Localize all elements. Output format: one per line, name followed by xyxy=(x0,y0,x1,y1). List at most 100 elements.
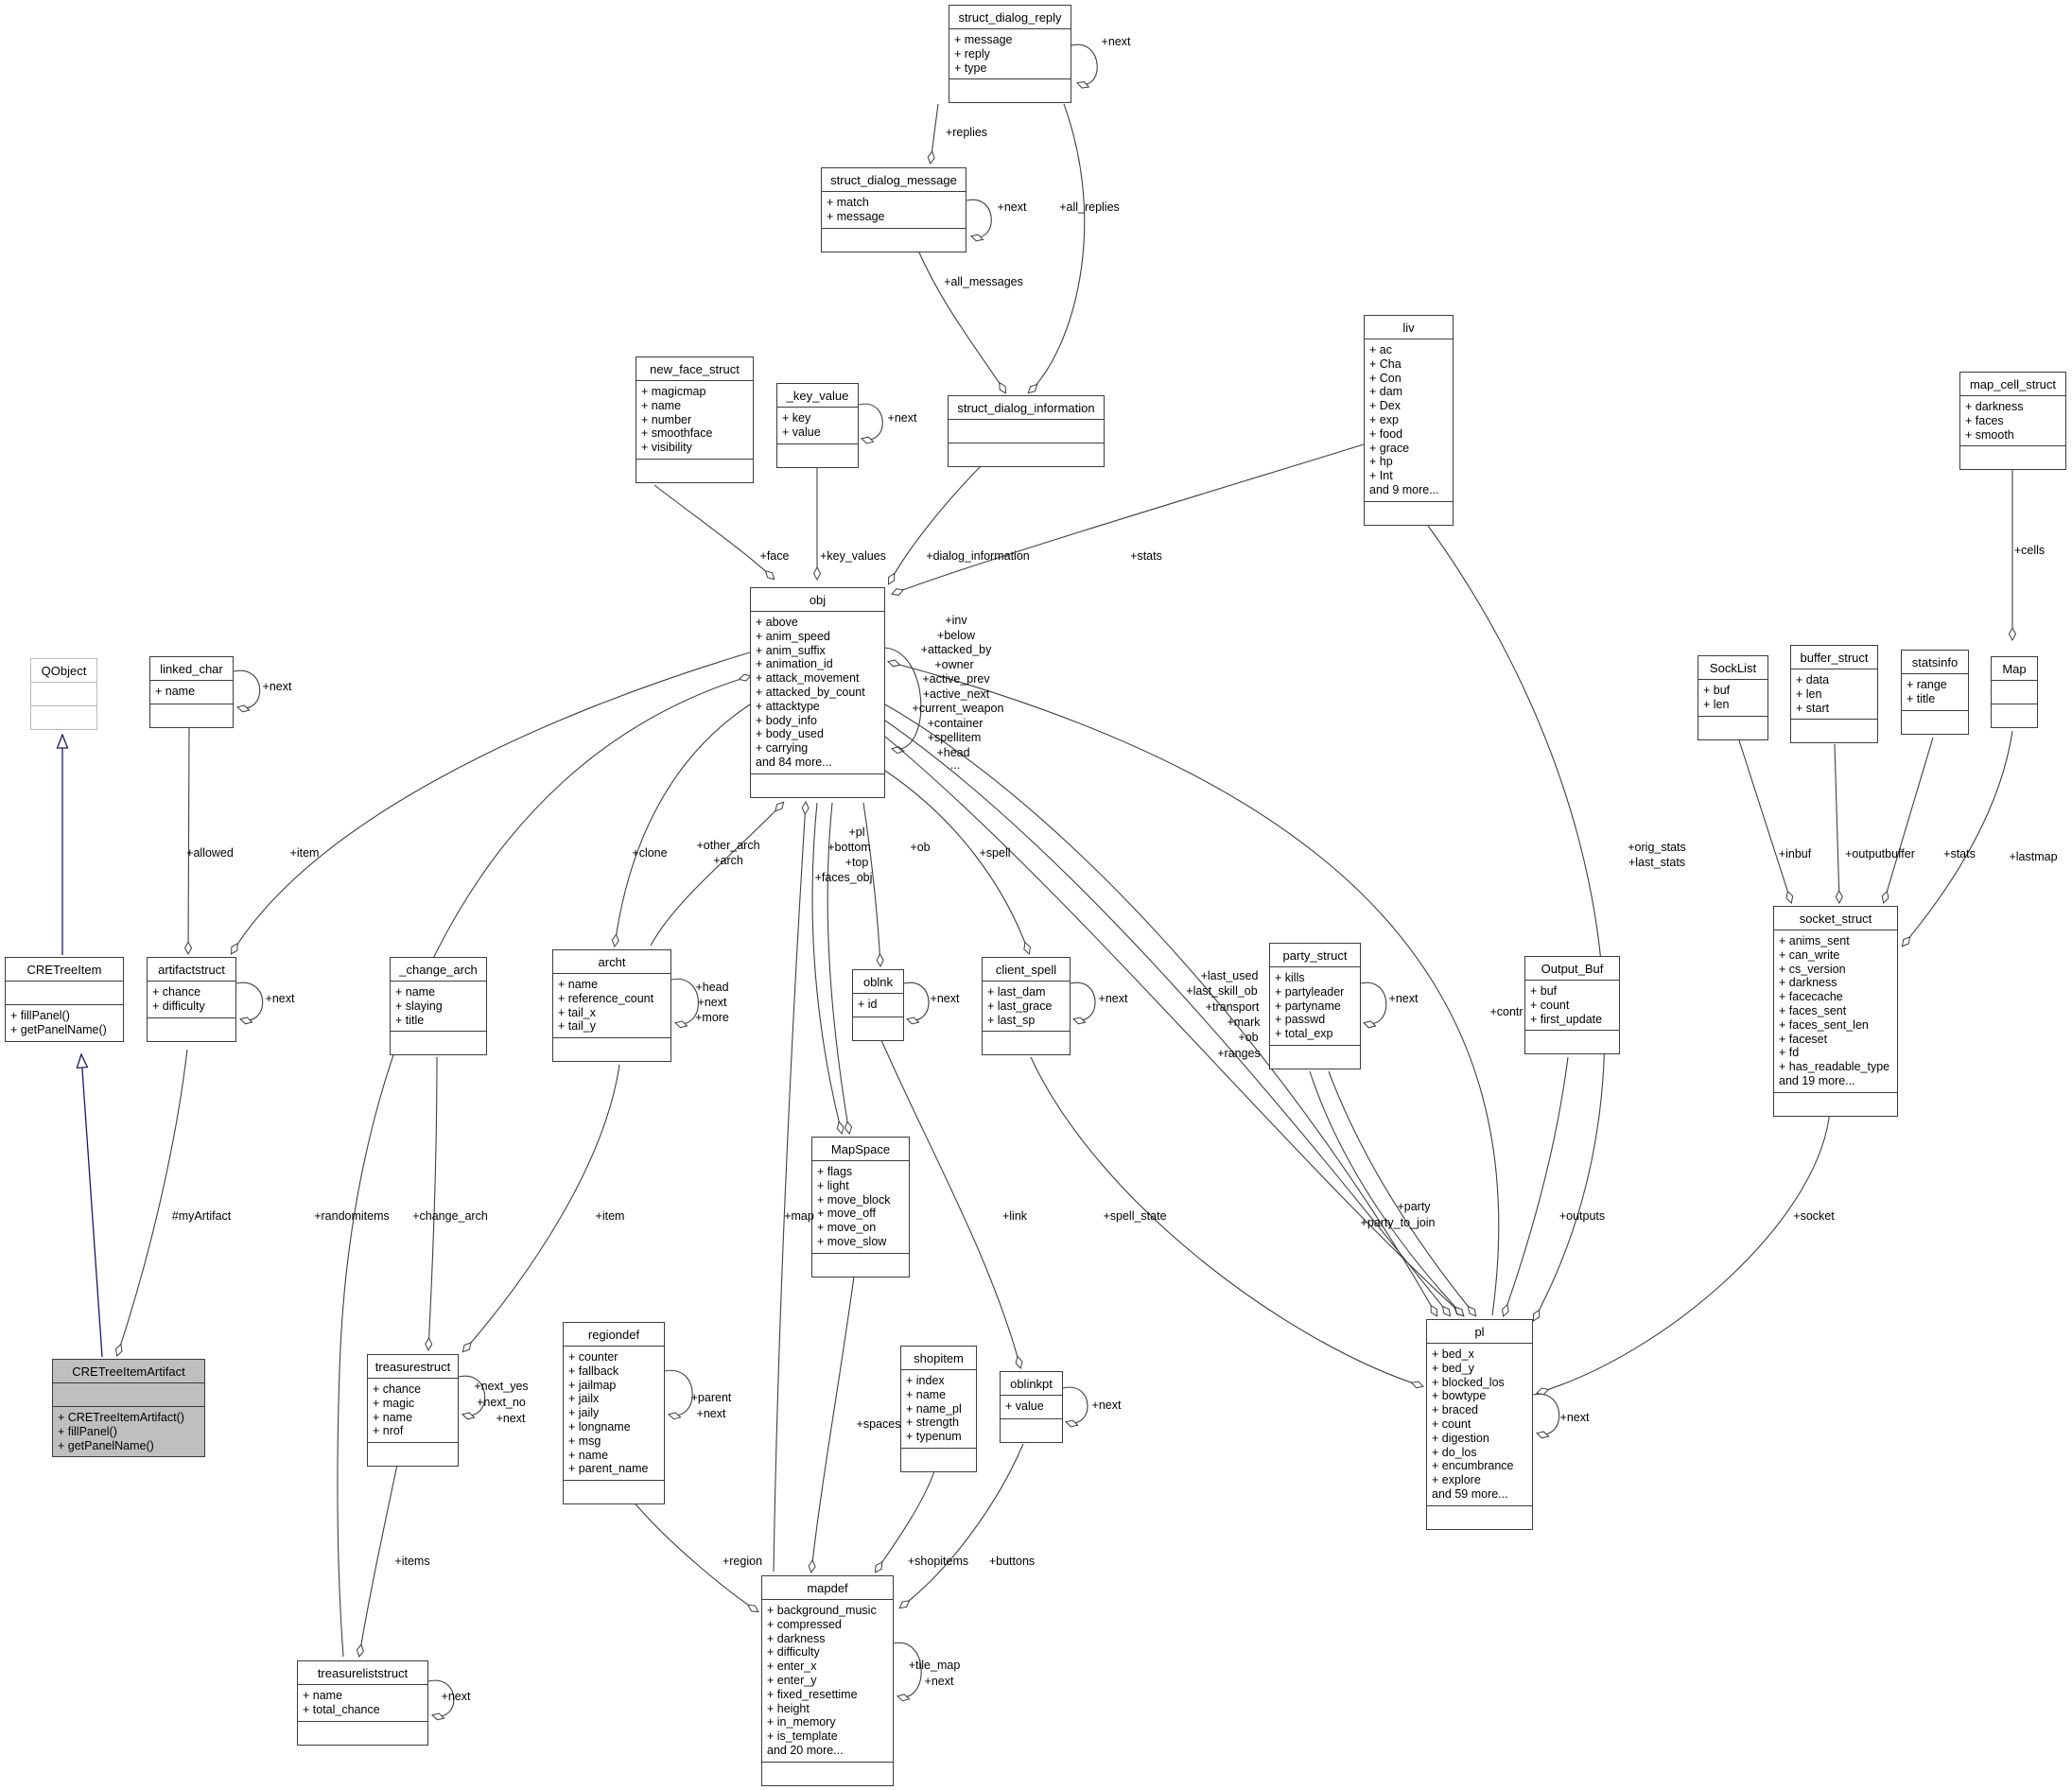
attribute-row: + index xyxy=(906,1374,945,1387)
attribute-row: + can_write xyxy=(1779,947,1840,962)
class-title: CRETreeItem xyxy=(6,958,123,982)
methods-compartment xyxy=(298,1722,427,1745)
class-linked_char[interactable]: linked_char+ name xyxy=(149,656,234,728)
edge-label: +next xyxy=(696,1407,726,1420)
edge-label: +spellitem xyxy=(927,731,982,744)
attribute-row: + last_grace xyxy=(987,999,1053,1013)
edge-label: +attacked_by xyxy=(920,643,992,656)
edge-label: +contr xyxy=(1489,1005,1524,1018)
edge-label: +party xyxy=(1397,1200,1431,1213)
attribute-row: + count xyxy=(1432,1416,1471,1431)
attribute-row: + smooth xyxy=(1965,427,2014,442)
attribute-row: + move_on xyxy=(817,1221,877,1235)
attribute-row: + dam xyxy=(1369,385,1403,399)
attribute-row: + last_sp xyxy=(987,1013,1036,1027)
attribute-row: + name_pl xyxy=(906,1401,962,1416)
method-row: + getPanelName() xyxy=(10,1022,107,1036)
class-title: pl xyxy=(1427,1320,1532,1344)
attribute-row: + height xyxy=(767,1701,810,1715)
class-pl[interactable]: pl+ bed_x+ bed_y+ blocked_los+ bowtype+ … xyxy=(1426,1319,1533,1530)
attribute-row: + buf xyxy=(1530,984,1558,998)
attribute-row: and 59 more... xyxy=(1432,1486,1508,1501)
class-title: treasurestruct xyxy=(368,1355,458,1379)
attributes-compartment: + background_music+ compressed+ darkness… xyxy=(762,1600,893,1763)
attribute-row: + difficulty xyxy=(767,1645,820,1660)
class-title: Output_Buf xyxy=(1525,957,1619,981)
edge-label: +next_yes xyxy=(474,1380,529,1393)
class-socket_struct[interactable]: socket_struct+ anims_sent+ can_write+ cs… xyxy=(1773,906,1898,1117)
class-buffer_struct[interactable]: buffer_struct+ data+ len+ start xyxy=(1790,645,1878,744)
edge-label: +item xyxy=(595,1209,625,1223)
edge-label: +head xyxy=(695,981,729,994)
class-treasureliststruct[interactable]: treasureliststruct+ name+ total_chance xyxy=(297,1660,428,1746)
attributes-compartment: + counter+ fallback+ jailmap+ jailx+ jai… xyxy=(564,1347,664,1482)
edge-label: +next xyxy=(1098,992,1128,1005)
class-struct_dialog_reply[interactable]: struct_dialog_reply+ message+ reply+ typ… xyxy=(949,5,1071,104)
attribute-row: + partyleader xyxy=(1275,984,1345,999)
attribute-row: + msg xyxy=(568,1434,601,1448)
class-client_spell[interactable]: client_spell+ last_dam+ last_grace+ last… xyxy=(982,957,1071,1056)
class-archt[interactable]: archt+ name+ reference_count+ tail_x+ ta… xyxy=(552,949,671,1063)
class-mapdef[interactable]: mapdef+ background_music+ compressed+ da… xyxy=(761,1575,894,1786)
class-CRETreeItem[interactable]: CRETreeItem+ fillPanel()+ getPanelName() xyxy=(5,957,124,1042)
class-artifactstruct[interactable]: artifactstruct+ chance+ difficulty xyxy=(147,957,236,1042)
methods-compartment xyxy=(1774,1093,1897,1116)
attribute-row: + name xyxy=(373,1410,413,1424)
class-oblnk[interactable]: oblnk+ id xyxy=(852,969,904,1041)
class-MapSpace[interactable]: MapSpace+ flags+ light+ move_block+ move… xyxy=(811,1137,910,1277)
methods-compartment xyxy=(391,1032,486,1054)
class-oblinkpt[interactable]: oblinkpt+ value xyxy=(1000,1371,1063,1443)
class-title: new_face_struct xyxy=(636,357,753,381)
class-QObject[interactable]: QObject xyxy=(30,658,97,730)
class-struct_dialog_information[interactable]: struct_dialog_information xyxy=(948,395,1105,467)
attribute-row: and 9 more... xyxy=(1369,482,1439,496)
class-new_face_struct[interactable]: new_face_struct+ magicmap+ name+ number+… xyxy=(636,356,754,483)
class-shopitem[interactable]: shopitem+ index+ name+ name_pl+ strength… xyxy=(900,1346,977,1472)
attribute-row: + grace xyxy=(1369,441,1410,455)
edge-label: +stats xyxy=(1130,549,1162,563)
attribute-row: + move_off xyxy=(817,1207,876,1221)
edge-label: +faces_obj xyxy=(814,871,873,884)
attribute-row: + data xyxy=(1796,673,1830,686)
class-SockList[interactable]: SockList+ buf+ len xyxy=(1698,655,1768,740)
attribute-row: + visibility xyxy=(641,441,692,455)
methods-compartment xyxy=(949,79,1071,102)
attribute-row: + slaying xyxy=(395,999,443,1013)
edge-label: +change_arch xyxy=(412,1209,488,1223)
class-party_struct[interactable]: party_struct+ kills+ partyleader+ partyn… xyxy=(1269,943,1361,1069)
methods-compartment xyxy=(1960,446,2065,469)
class-title: shopitem xyxy=(901,1347,976,1370)
attribute-row: + Con xyxy=(1369,371,1402,385)
class-obj[interactable]: obj+ above+ anim_speed+ anim_suffix+ ani… xyxy=(750,587,885,798)
class-liv[interactable]: liv+ ac+ Cha+ Con+ dam+ Dex+ exp+ food+ … xyxy=(1364,315,1454,526)
attributes-compartment: + last_dam+ last_grace+ last_sp xyxy=(983,982,1070,1033)
class-Map[interactable]: Map xyxy=(1991,656,2038,728)
attribute-row: + jailmap xyxy=(568,1378,617,1392)
class-_change_arch[interactable]: _change_arch+ name+ slaying+ title xyxy=(390,957,487,1056)
methods-compartment xyxy=(751,774,884,797)
class-title: _change_arch xyxy=(391,958,486,982)
attribute-row: + hp xyxy=(1369,455,1393,469)
methods-compartment xyxy=(368,1443,458,1466)
class-regiondef[interactable]: regiondef+ counter+ fallback+ jailmap+ j… xyxy=(563,1322,665,1505)
class-statsinfo[interactable]: statsinfo+ range+ title xyxy=(1901,650,1969,735)
class-_key_value[interactable]: _key_value+ key+ value xyxy=(776,383,859,468)
attribute-row: + food xyxy=(1369,426,1403,441)
edge-label: +head xyxy=(936,746,970,759)
edge-label: +below xyxy=(937,629,975,642)
attribute-row: + title xyxy=(395,1013,425,1027)
attribute-row: + total_exp xyxy=(1275,1027,1333,1041)
edge-label: +all_messages xyxy=(944,275,1023,288)
edge-label: +orig_stats xyxy=(1628,841,1686,854)
attributes-compartment: + buf+ count+ first_update xyxy=(1525,981,1619,1032)
class-Output_Buf[interactable]: Output_Buf+ buf+ count+ first_update xyxy=(1524,956,1620,1055)
attribute-row: + faces xyxy=(1965,413,2004,427)
class-map_cell_struct[interactable]: map_cell_struct+ darkness+ faces+ smooth xyxy=(1959,372,2066,471)
attribute-row: + explore xyxy=(1432,1473,1481,1487)
attribute-row: + enter_x xyxy=(767,1660,817,1674)
class-CRETreeItemArtifact[interactable]: CRETreeItemArtifact+ CRETreeItemArtifact… xyxy=(52,1359,205,1458)
class-struct_dialog_message[interactable]: struct_dialog_message+ match+ message xyxy=(821,167,966,252)
attribute-row: + faces_sent_len xyxy=(1779,1017,1869,1032)
class-treasurestruct[interactable]: treasurestruct+ chance+ magic+ name+ nro… xyxy=(367,1354,459,1468)
